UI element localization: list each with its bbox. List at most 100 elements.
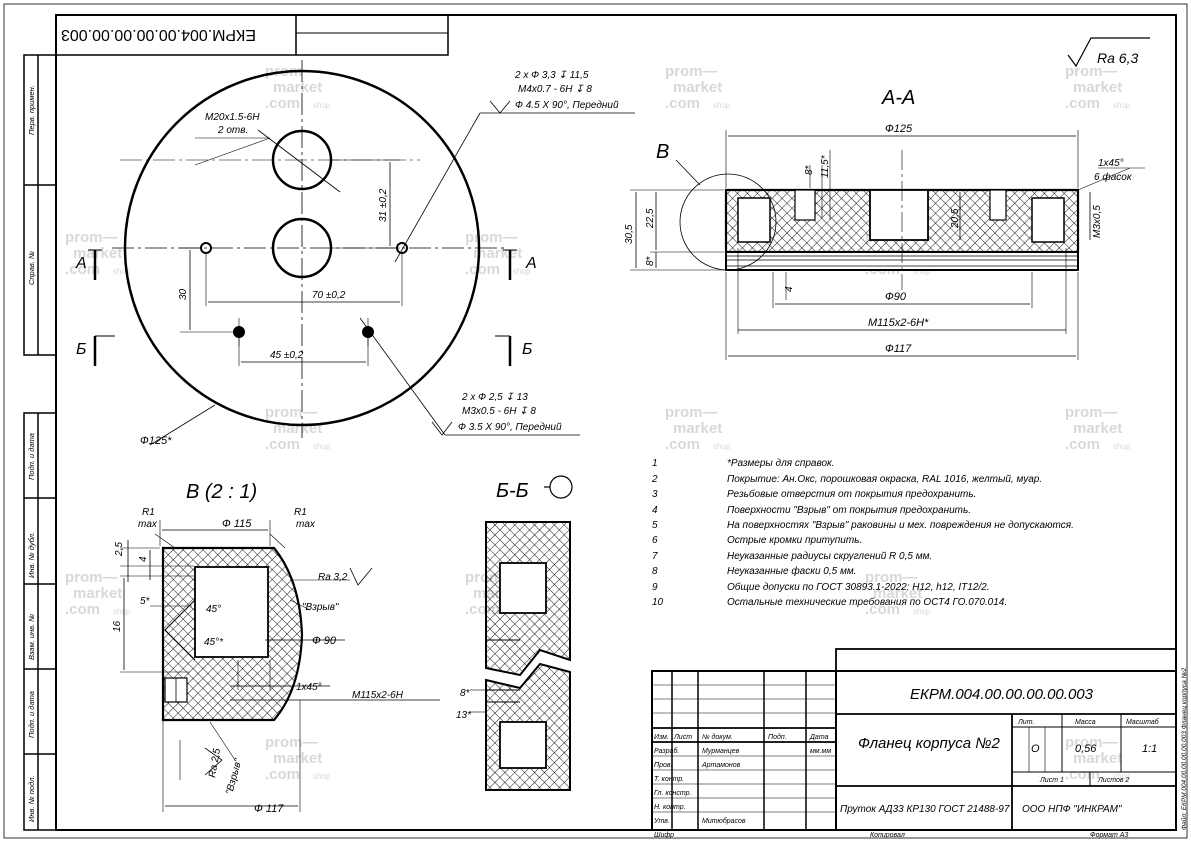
aa-m115: М115х2-6Н*	[868, 317, 929, 329]
dim-70: 70 ±0,2	[312, 290, 346, 301]
detail-d115: Ф 115	[222, 518, 252, 530]
wm-10c: .com	[65, 601, 100, 618]
callout-1c: Ф 4.5 Х 90°, Передний	[515, 100, 619, 111]
callout-2b: М3х0.5 - 6Н ↧ 8	[462, 406, 536, 417]
wm-13a: prom—	[265, 734, 318, 751]
wm-12a: prom—	[865, 569, 918, 586]
side-vzam: Взам. инв. №	[27, 614, 36, 660]
section-aa-title: А-А	[881, 87, 915, 109]
aa-d125: Ф125	[885, 123, 913, 135]
dim-30: 30	[178, 288, 189, 300]
section-a-left: А	[75, 255, 87, 272]
note-8-num: 8	[652, 566, 658, 577]
detail-ra25: Ra 2,5	[207, 747, 223, 778]
title-block	[651, 648, 1177, 831]
note-8-text: Неуказанные фаски 0,5 мм.	[727, 565, 856, 577]
tb-r-prov: Пров.	[654, 762, 673, 769]
tb-h-doc: № докум.	[702, 733, 733, 741]
wm-12c: .com	[865, 601, 900, 618]
thread-count-1: 2 отв.	[217, 125, 248, 136]
wm-3b: market	[1073, 79, 1122, 96]
front-view	[88, 60, 635, 446]
top-stamp-code: ЕКРМ.004.00.00.00.00.003	[61, 26, 256, 43]
note-4-num: 4	[652, 505, 658, 516]
note-10-text: Остальные технические требования по ОСТ4…	[727, 596, 1007, 608]
tb-org: ООО НПФ "ИНКРАМ"	[1022, 804, 1122, 815]
wm-4b: market	[73, 245, 122, 262]
detail-d117: Ф 117	[254, 803, 284, 815]
wm-6d: shop	[913, 267, 931, 276]
detail-ra32: Ra 3,2	[318, 572, 348, 583]
tb-sheet: Лист 1	[1039, 777, 1064, 784]
side-inv-dubl: Инв. № дубл.	[27, 532, 36, 578]
wm-12d: shop	[913, 607, 931, 616]
tb-h-data: Дата	[809, 734, 829, 741]
wm-8a: prom—	[665, 404, 718, 421]
wm-8d: shop	[713, 442, 731, 451]
callout-2c: Ф 3.5 Х 90°, Передний	[458, 422, 562, 433]
tb-scale: 1:1	[1142, 743, 1157, 755]
dim-31: 31 ±0,2	[378, 188, 389, 222]
wm-1b: market	[273, 79, 322, 96]
aa-chamfer: 1х45°	[1098, 158, 1124, 169]
callout-1a: 2 х Ф 3,3 ↧ 11,5	[514, 70, 589, 81]
detail-angle-1: 45°	[206, 604, 221, 615]
aa-d205: 20,5	[950, 208, 961, 229]
wm-10b: market	[73, 585, 122, 602]
detail-d4: 4	[138, 556, 149, 562]
tb-code: ЕКРМ.004.00.00.00.00.003	[910, 686, 1094, 703]
wm-9a: prom—	[1065, 404, 1118, 421]
tb-mass: 0,56	[1075, 743, 1097, 755]
tb-f-kop: Копировал	[870, 832, 905, 839]
tb-h-list: Лист	[673, 734, 692, 741]
detail-r1-left: R1	[142, 507, 155, 518]
side-sprav: Справ. №	[27, 251, 36, 285]
wm-12b: market	[873, 585, 922, 602]
tb-h-izm: Изм.	[654, 734, 669, 741]
tb-r-glkontr: Гл. констр.	[654, 790, 692, 797]
tb-n-utv: Митюбрасов	[702, 817, 746, 825]
section-bb	[470, 475, 573, 791]
right-margin-note: Файл: ЕКРМ.004.00.00.00.00.003 Фланец ко…	[1180, 667, 1188, 830]
wm-10a: prom—	[65, 569, 118, 586]
side-inv-podl: Инв. № подл.	[27, 775, 36, 822]
thread-label-1: М20х1.5-6Н	[205, 112, 260, 123]
wm-14a: prom—	[1065, 734, 1118, 751]
wm-9c: .com	[1065, 436, 1100, 453]
technical-notes: 1 *Размеры для справок. 2 Покрытие: Ан.О…	[651, 458, 1074, 608]
note-10-num: 10	[652, 597, 664, 608]
wm-4a: prom—	[65, 229, 118, 246]
detail-r1-right: R1	[294, 507, 307, 518]
detail-b-title: В (2 : 1)	[186, 481, 257, 503]
detail-d5: 5*	[140, 596, 151, 607]
tb-d-razrab: мм.мм	[810, 748, 831, 755]
tb-n-razrab: Мурманцев	[702, 748, 740, 755]
tb-r-utv: Утв.	[653, 818, 670, 825]
wm-2b: market	[673, 79, 722, 96]
side-podp1: Подп. и дата	[27, 433, 36, 480]
wm-9d: shop	[1113, 442, 1131, 451]
detail-angle-2: 45°*	[204, 637, 224, 648]
detail-d90: Ф 90	[312, 635, 337, 647]
bb-d13: 13*	[456, 710, 472, 721]
detail-b	[120, 520, 440, 812]
section-b-right: Б	[522, 341, 532, 358]
side-perv: Перв. примен.	[27, 85, 36, 135]
note-1-num: 1	[652, 458, 658, 469]
wm-4c: .com	[65, 261, 100, 278]
note-3-text: Резьбовые отверстия от покрытия предохра…	[727, 488, 976, 500]
wm-2a: prom—	[665, 63, 718, 80]
wm-4d: shop	[113, 267, 131, 276]
section-aa	[630, 130, 1145, 360]
callout-1b: М4х0.7 - 6Н ↧ 8	[518, 84, 592, 95]
note-9-num: 9	[652, 582, 658, 593]
tb-f-format: Формат А3	[1090, 832, 1128, 839]
roughness-value: Ra 6,3	[1097, 50, 1138, 66]
note-4-text: Поверхности "Взрыв" от покрытия предохра…	[727, 505, 971, 516]
note-3-num: 3	[652, 489, 658, 500]
wm-7c: .com	[265, 436, 300, 453]
aa-d4: 4	[784, 286, 795, 292]
aa-d8-bottom: 8*	[645, 255, 656, 266]
detail-max-left: max	[138, 519, 158, 530]
